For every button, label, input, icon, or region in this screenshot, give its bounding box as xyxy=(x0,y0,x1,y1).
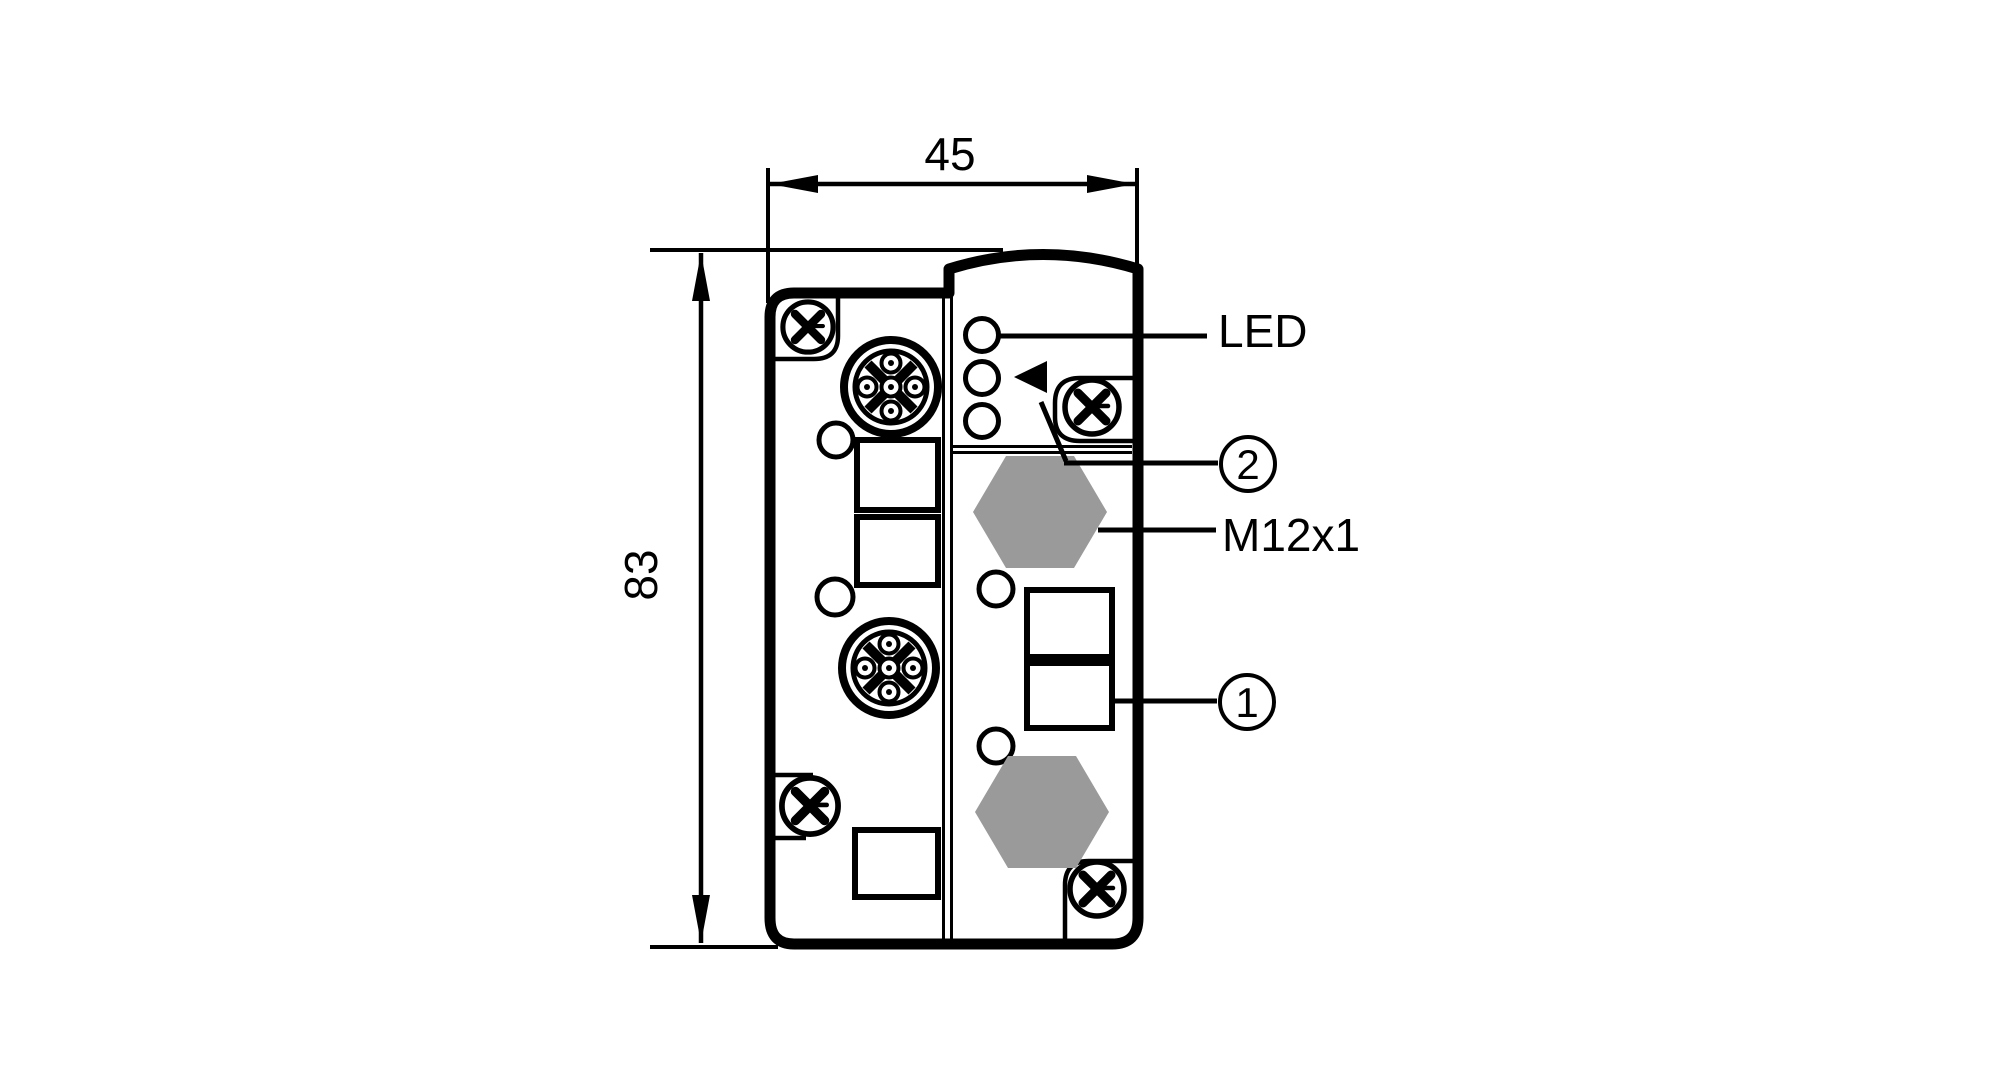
screw-icon xyxy=(1065,380,1119,434)
dimension-extension-lines xyxy=(650,168,1139,949)
screw-icon xyxy=(782,778,838,834)
m12-connector-icon xyxy=(844,340,938,434)
hole-icon xyxy=(976,569,1016,609)
led-icon xyxy=(966,319,999,352)
led-label: LED xyxy=(1218,305,1307,357)
thread-label: M12x1 xyxy=(1222,509,1360,561)
screw-icon xyxy=(1070,862,1124,916)
hex-nut-icon xyxy=(975,756,1109,868)
led-indicators xyxy=(966,319,1047,438)
arrow-right-icon xyxy=(1087,175,1135,193)
hole-icon xyxy=(976,726,1016,766)
callout-2-leader-line xyxy=(1038,401,1218,466)
window-square xyxy=(1024,660,1115,731)
width-dimension: 45 xyxy=(770,128,1135,193)
leader-lines xyxy=(999,333,1218,704)
pocket-top-left xyxy=(773,296,841,362)
hole-icon xyxy=(816,420,856,460)
pocket-top-right xyxy=(1052,375,1134,444)
callout-circle xyxy=(1218,673,1276,731)
left-section-details xyxy=(814,420,941,900)
section-divider-vertical xyxy=(942,296,953,939)
callout-circle xyxy=(1219,435,1277,493)
height-dimension-label: 83 xyxy=(615,549,667,600)
window-square xyxy=(854,514,941,588)
callout-2: 2 xyxy=(1219,435,1277,493)
triangle-pointer-icon xyxy=(1014,361,1047,393)
section-divider-horizontal xyxy=(953,445,1132,454)
window-square xyxy=(852,827,941,900)
m12-connector-icon xyxy=(842,621,936,715)
arrow-up-icon xyxy=(692,253,710,301)
pocket-bottom-left xyxy=(773,772,813,841)
arrow-down-icon xyxy=(692,895,710,943)
callout-1: 1 xyxy=(1218,673,1276,731)
hex-nut-icon xyxy=(973,456,1107,568)
led-icon xyxy=(966,362,999,395)
led-icon xyxy=(966,405,999,438)
arrow-left-icon xyxy=(770,175,818,193)
hole-icon xyxy=(814,576,856,618)
width-dimension-label: 45 xyxy=(924,128,975,180)
height-dimension: 83 xyxy=(615,253,710,943)
window-square xyxy=(1024,587,1115,660)
callout-2-number: 2 xyxy=(1236,441,1259,488)
right-section-details xyxy=(973,456,1115,868)
screw-icon xyxy=(783,302,833,352)
callout-1-number: 1 xyxy=(1235,679,1258,726)
window-square xyxy=(854,437,941,513)
